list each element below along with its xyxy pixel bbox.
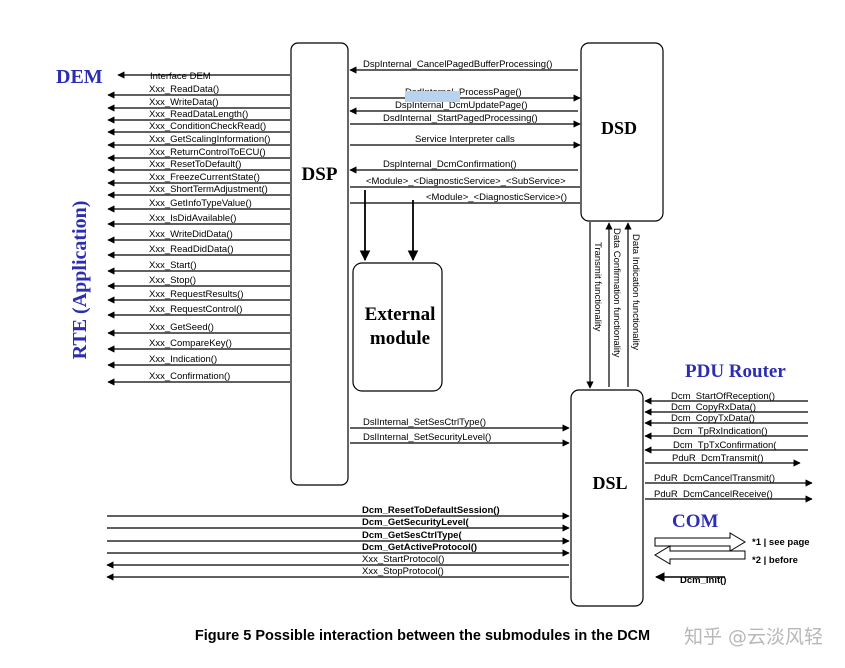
rte-function-label: Xxx_ShortTermAdjustment() <box>149 184 268 195</box>
dem-label: DEM <box>56 66 103 88</box>
pdur-call-label: Dcm_CopyRxData() <box>671 402 756 413</box>
dsp-dsd-call-label: DspInternal_DcmUpdatePage() <box>395 100 528 111</box>
pdur-call-label: Dcm_CopyTxData() <box>671 413 755 424</box>
rte-function-label: Xxx_ReadDataLength() <box>149 109 248 120</box>
com-arrow-right <box>654 532 746 552</box>
rte-function-label: Xxx_CompareKey() <box>149 338 232 349</box>
rte-function-label: Xxx_FreezeCurrentState() <box>149 172 260 183</box>
dsl-label: DSL <box>592 473 627 493</box>
confirmation-label: Data Confirmation functionality <box>611 228 622 358</box>
external-module-label-2: module <box>370 328 430 349</box>
rte-function-label: Xxx_ReadDidData() <box>149 244 233 255</box>
dsp-dsd-call-label: DspInternal_CancelPagedBufferProcessing(… <box>363 59 552 70</box>
external-module-label-1: External <box>365 304 436 325</box>
pdur-call-label: Dcm_TpTxConfirmation( <box>673 440 777 451</box>
dsp-dsd-call-label: <Module>_<DiagnosticService>_<SubService… <box>366 176 566 187</box>
rte-function-label: Xxx_WriteData() <box>149 97 219 108</box>
dsp-dsd-call-label: <Module>_<DiagnosticService>() <box>426 192 567 203</box>
rte-label: RTE (Application) <box>69 201 91 360</box>
rte-function-label: Xxx_ReadData() <box>149 84 219 95</box>
dsp-dsl-call-rows: DslInternal_SetSesCtrlType() DslInternal_… <box>350 417 570 447</box>
pdur-call-label: PduR_DcmTransmit() <box>672 453 764 464</box>
dsl-call-label: Dcm_GetActiveProtocol() <box>362 542 477 553</box>
dcm-init-label: Dcm_Init() <box>680 575 726 586</box>
pdur-call-label: PduR_DcmCancelReceive() <box>654 489 773 500</box>
dsl-call-label: Xxx_StartProtocol() <box>362 554 444 565</box>
dsl-box <box>570 389 644 607</box>
pdur-call-label: PduR_DcmCancelTransmit() <box>654 473 775 484</box>
rte-function-label: Xxx_Start() <box>149 260 197 271</box>
transmit-label: Transmit functionality <box>592 242 603 332</box>
dsp-dsl-call-label: DslInternal_SetSesCtrlType() <box>363 417 486 428</box>
rte-function-label: Xxx_WriteDidData() <box>149 229 233 240</box>
pdur-call-label: Dcm_StartOfReception() <box>671 391 775 402</box>
external-module-box <box>352 262 443 392</box>
rte-function-label: Xxx_IsDidAvailable() <box>149 213 236 224</box>
com-note-1: *1 | see page <box>752 537 810 548</box>
dem-interface-label: Interface DEM <box>150 71 211 82</box>
dsl-call-label: Dcm_GetSecurityLevel( <box>362 517 469 528</box>
dsl-call-label: Dcm_ResetToDefaultSession() <box>362 505 500 516</box>
dsp-dsd-call-label: DsdInternal_StartPagedProcessing() <box>383 113 538 124</box>
rte-function-label: Xxx_Indication() <box>149 354 217 365</box>
watermark: 知乎 @云淡风轻 <box>683 626 823 648</box>
dsp-box <box>290 42 349 486</box>
rte-function-label: Xxx_GetInfoTypeValue() <box>149 198 252 209</box>
dsp-dsl-call-label: DslInternal_SetSecurityLevel() <box>363 432 491 443</box>
dsl-call-label: Xxx_StopProtocol() <box>362 566 444 577</box>
dsp-label: DSP <box>302 164 338 185</box>
com-note-2: *2 | before <box>752 555 798 566</box>
rte-function-label: Xxx_Stop() <box>149 275 196 286</box>
dsd-label: DSD <box>601 118 637 138</box>
pdur-call-label: Dcm_TpRxIndication() <box>673 426 768 437</box>
rte-function-label: Xxx_GetScalingInformation() <box>149 134 270 145</box>
dsp-dsd-call-label: Service Interpreter calls <box>415 134 515 145</box>
rte-function-label: Xxx_RequestResults() <box>149 289 244 300</box>
dsp-dsd-call-label: DsdInternal_ProcessPage() <box>405 87 522 98</box>
pdu-router-label: PDU Router <box>685 361 786 382</box>
rte-function-label: Xxx_RequestControl() <box>149 304 242 315</box>
rte-function-label: Xxx_ResetToDefault() <box>149 159 241 170</box>
dsp-dsd-call-label: DspInternal_DcmConfirmation() <box>383 159 517 170</box>
rte-function-label: Xxx_ReturnControlToECU() <box>149 147 266 158</box>
dsd-box <box>580 42 664 222</box>
com-label: COM <box>672 511 719 532</box>
rte-function-label: Xxx_Confirmation() <box>149 371 230 382</box>
figure-caption: Figure 5 Possible interaction between th… <box>194 628 651 644</box>
rte-function-label: Xxx_ConditionCheckRead() <box>149 121 266 132</box>
rte-function-rows: Xxx_ReadData() Xxx_WriteData()Xxx_ReadDat… <box>107 84 290 386</box>
dsl-call-label: Dcm_GetSesCtrlType( <box>362 530 462 541</box>
rte-function-label: Xxx_GetSeed() <box>149 322 214 333</box>
pdur-call-rows: Dcm_StartOfReception()Dcm_CopyRxData()Dc… <box>644 391 813 503</box>
selection-highlight <box>405 91 460 102</box>
com-arrow-left <box>654 545 746 565</box>
dsp-dsd-call-rows: DspInternal_CancelPagedBufferProcessing(… <box>349 59 581 204</box>
indication-label: Data Indication functionality <box>630 234 641 350</box>
dsl-left-call-rows: Dcm_ResetToDefaultSession()Dcm_GetSecuri… <box>106 505 570 581</box>
